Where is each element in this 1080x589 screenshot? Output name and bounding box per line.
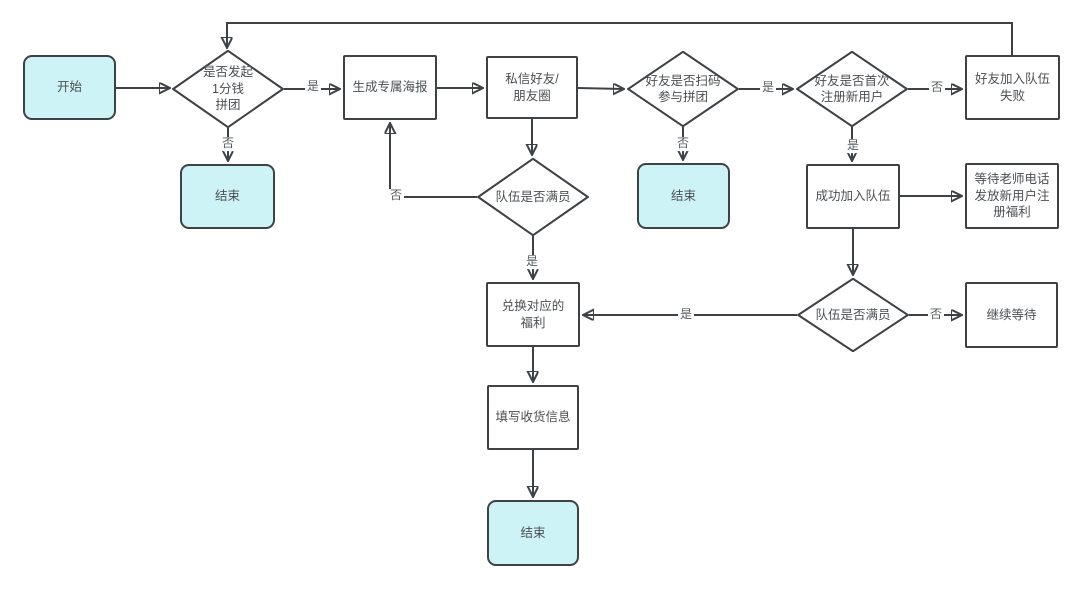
diamond-shape [796, 51, 908, 127]
node-label: 填写收货信息 [495, 410, 571, 425]
node-redeem-benefit: 兑换对应的 福利 [486, 282, 580, 347]
node-join-success: 成功加入队伍 [806, 164, 900, 229]
edge-label-scan-no: 否 [674, 136, 692, 151]
node-label: 结束 [214, 189, 240, 204]
edge-label-team-full-mid-yes: 是 [523, 254, 541, 269]
diamond-shape [172, 50, 284, 128]
node-label: 队伍是否满员 [495, 189, 571, 204]
node-label: 等待老师电话 发放新用户注 册福利 [974, 172, 1050, 220]
node-start: 开始 [23, 55, 116, 120]
node-keep-waiting: 继续等待 [965, 282, 1058, 348]
edge-message-to-scan [577, 88, 623, 89]
node-end-3: 结束 [487, 500, 579, 566]
edge-label-new-user-yes: 是 [844, 138, 862, 153]
node-end-2: 结束 [637, 163, 730, 229]
node-wait-benefit: 等待老师电话 发放新用户注 册福利 [965, 163, 1059, 229]
node-label: 兑换对应的 福利 [501, 299, 565, 330]
node-decision-initiate: 是否发起 1分钱 拼团 [172, 50, 284, 128]
diamond-shape [797, 278, 909, 352]
edge-label-initiate-no: 否 [219, 136, 237, 151]
node-decision-scan: 好友是否扫码 参与拼团 [627, 51, 739, 127]
node-message-friends: 私信好友/ 朋友圈 [486, 56, 578, 119]
node-label: 开始 [56, 80, 82, 95]
node-label: 是否发起 1分钱 拼团 [202, 65, 253, 113]
node-label: 生成专属海报 [352, 80, 428, 95]
node-label: 结束 [520, 525, 546, 540]
node-label: 成功加入队伍 [815, 189, 891, 204]
diamond-shape [477, 158, 589, 236]
edge-label-scan-yes: 是 [759, 80, 777, 95]
node-decision-team-full-mid: 队伍是否满员 [477, 158, 589, 236]
edge-label-initiate-yes: 是 [304, 79, 322, 94]
edge-label-team-full-right-no: 否 [927, 307, 945, 322]
node-decision-new-user: 好友是否首次 注册新用户 [796, 51, 908, 127]
diamond-shape [627, 51, 739, 127]
node-label: 继续等待 [986, 307, 1037, 322]
node-label: 好友是否扫码 参与拼团 [645, 73, 721, 105]
edge-label-team-full-right-yes: 是 [677, 307, 695, 322]
node-label: 结束 [670, 188, 696, 203]
edge-label-new-user-no: 否 [928, 80, 946, 95]
node-fill-shipping: 填写收货信息 [487, 385, 579, 450]
node-decision-team-full-right: 队伍是否满员 [797, 278, 909, 352]
node-label: 私信好友/ 朋友圈 [505, 72, 559, 103]
edge-label-team-full-mid-no: 否 [387, 188, 405, 203]
edge-fail-loop-to-initiate [227, 22, 1013, 55]
edge-teamfull-mid-no [390, 124, 477, 198]
node-label: 好友是否首次 注册新用户 [814, 73, 890, 105]
node-label: 好友加入队伍 失败 [974, 72, 1050, 103]
node-generate-poster: 生成专属海报 [343, 55, 437, 120]
node-label: 队伍是否满员 [815, 307, 891, 322]
node-join-failed: 好友加入队伍 失败 [965, 55, 1060, 120]
node-end-1: 结束 [180, 164, 275, 229]
